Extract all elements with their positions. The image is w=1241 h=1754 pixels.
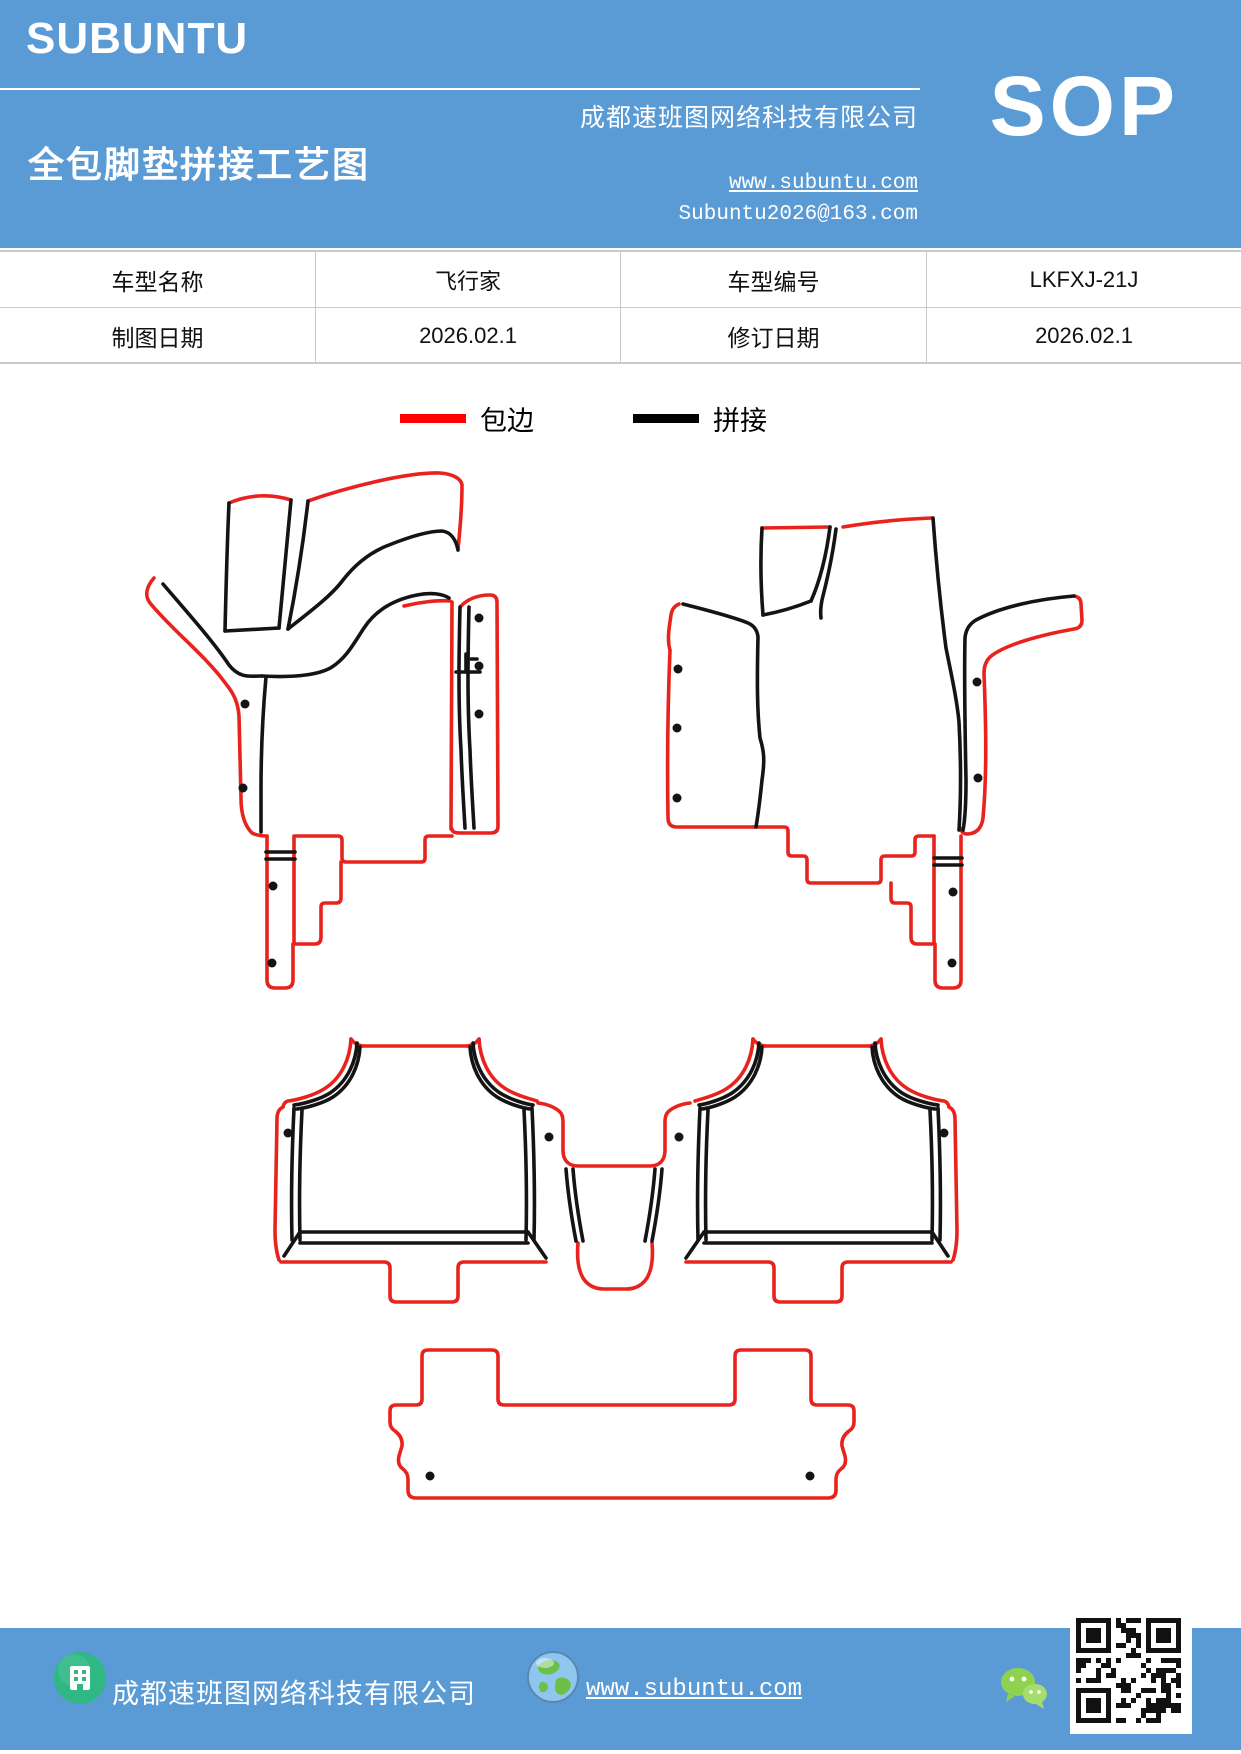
front-left-mat [144, 471, 500, 990]
sop-label: SOP [989, 59, 1179, 153]
wechat-icon [996, 1664, 1052, 1719]
second-row-right-mat [674, 1037, 959, 1304]
header-divider [0, 88, 920, 90]
model-code-value: LKFXJ-21J [1029, 266, 1139, 292]
globe-icon [524, 1648, 582, 1711]
legend-item-splice: 拼接 [633, 398, 767, 438]
brand-logo: SUBUNTU [26, 14, 249, 63]
model-code-label: 车型编号 [621, 252, 927, 307]
revise-date-value: 2026.02.1 [1035, 322, 1133, 348]
header-contact-block: www.subuntu.com Subuntu2026@163.com [679, 168, 918, 230]
model-name-value: 飞行家 [316, 252, 621, 307]
trunk-mat [388, 1348, 856, 1500]
second-row-center-tunnel [536, 1101, 692, 1291]
page-footer: 成都速班图网络科技有限公司 www.subuntu.com [0, 1612, 1241, 1750]
red-line-swatch [400, 413, 466, 423]
footer-company-name: 成都速班图网络科技有限公司 [112, 1679, 476, 1709]
black-line-swatch [633, 413, 699, 423]
legend-label: 拼接 [713, 405, 767, 436]
page-header: SUBUNTU 全包脚垫拼接工艺图 成都速班图网络科技有限公司 www.subu… [0, 0, 1241, 248]
draw-date-value: 2026.02.1 [316, 308, 621, 363]
header-company-name: 成都速班图网络科技有限公司 [579, 104, 918, 132]
legend-item-edge-binding: 包边 [400, 398, 534, 438]
vehicle-info-table: 车型名称 飞行家 车型编号 LKFXJ-21J 制图日期 2026.02.1 修… [0, 250, 1241, 364]
page-title: 全包脚垫拼接工艺图 [28, 144, 371, 185]
table-row: 车型名称 飞行家 车型编号 LKFXJ-21J [0, 252, 1241, 308]
front-right-mat [665, 516, 1084, 990]
footer-website-link[interactable]: www.subuntu.com [586, 1676, 803, 1703]
model-name-label: 车型名称 [0, 252, 316, 307]
header-email: Subuntu2026@163.com [678, 203, 918, 226]
legend: 包边 拼接 [0, 398, 1241, 438]
legend-label: 包边 [480, 405, 534, 436]
revise-date-label: 修订日期 [621, 308, 927, 363]
header-website-link[interactable]: www.subuntu.com [728, 172, 918, 195]
qr-code [1070, 1612, 1192, 1734]
building-icon [52, 1650, 108, 1711]
table-row: 制图日期 2026.02.1 修订日期 2026.02.1 [0, 308, 1241, 363]
second-row-left-mat [273, 1037, 554, 1304]
draw-date-label: 制图日期 [0, 308, 316, 363]
